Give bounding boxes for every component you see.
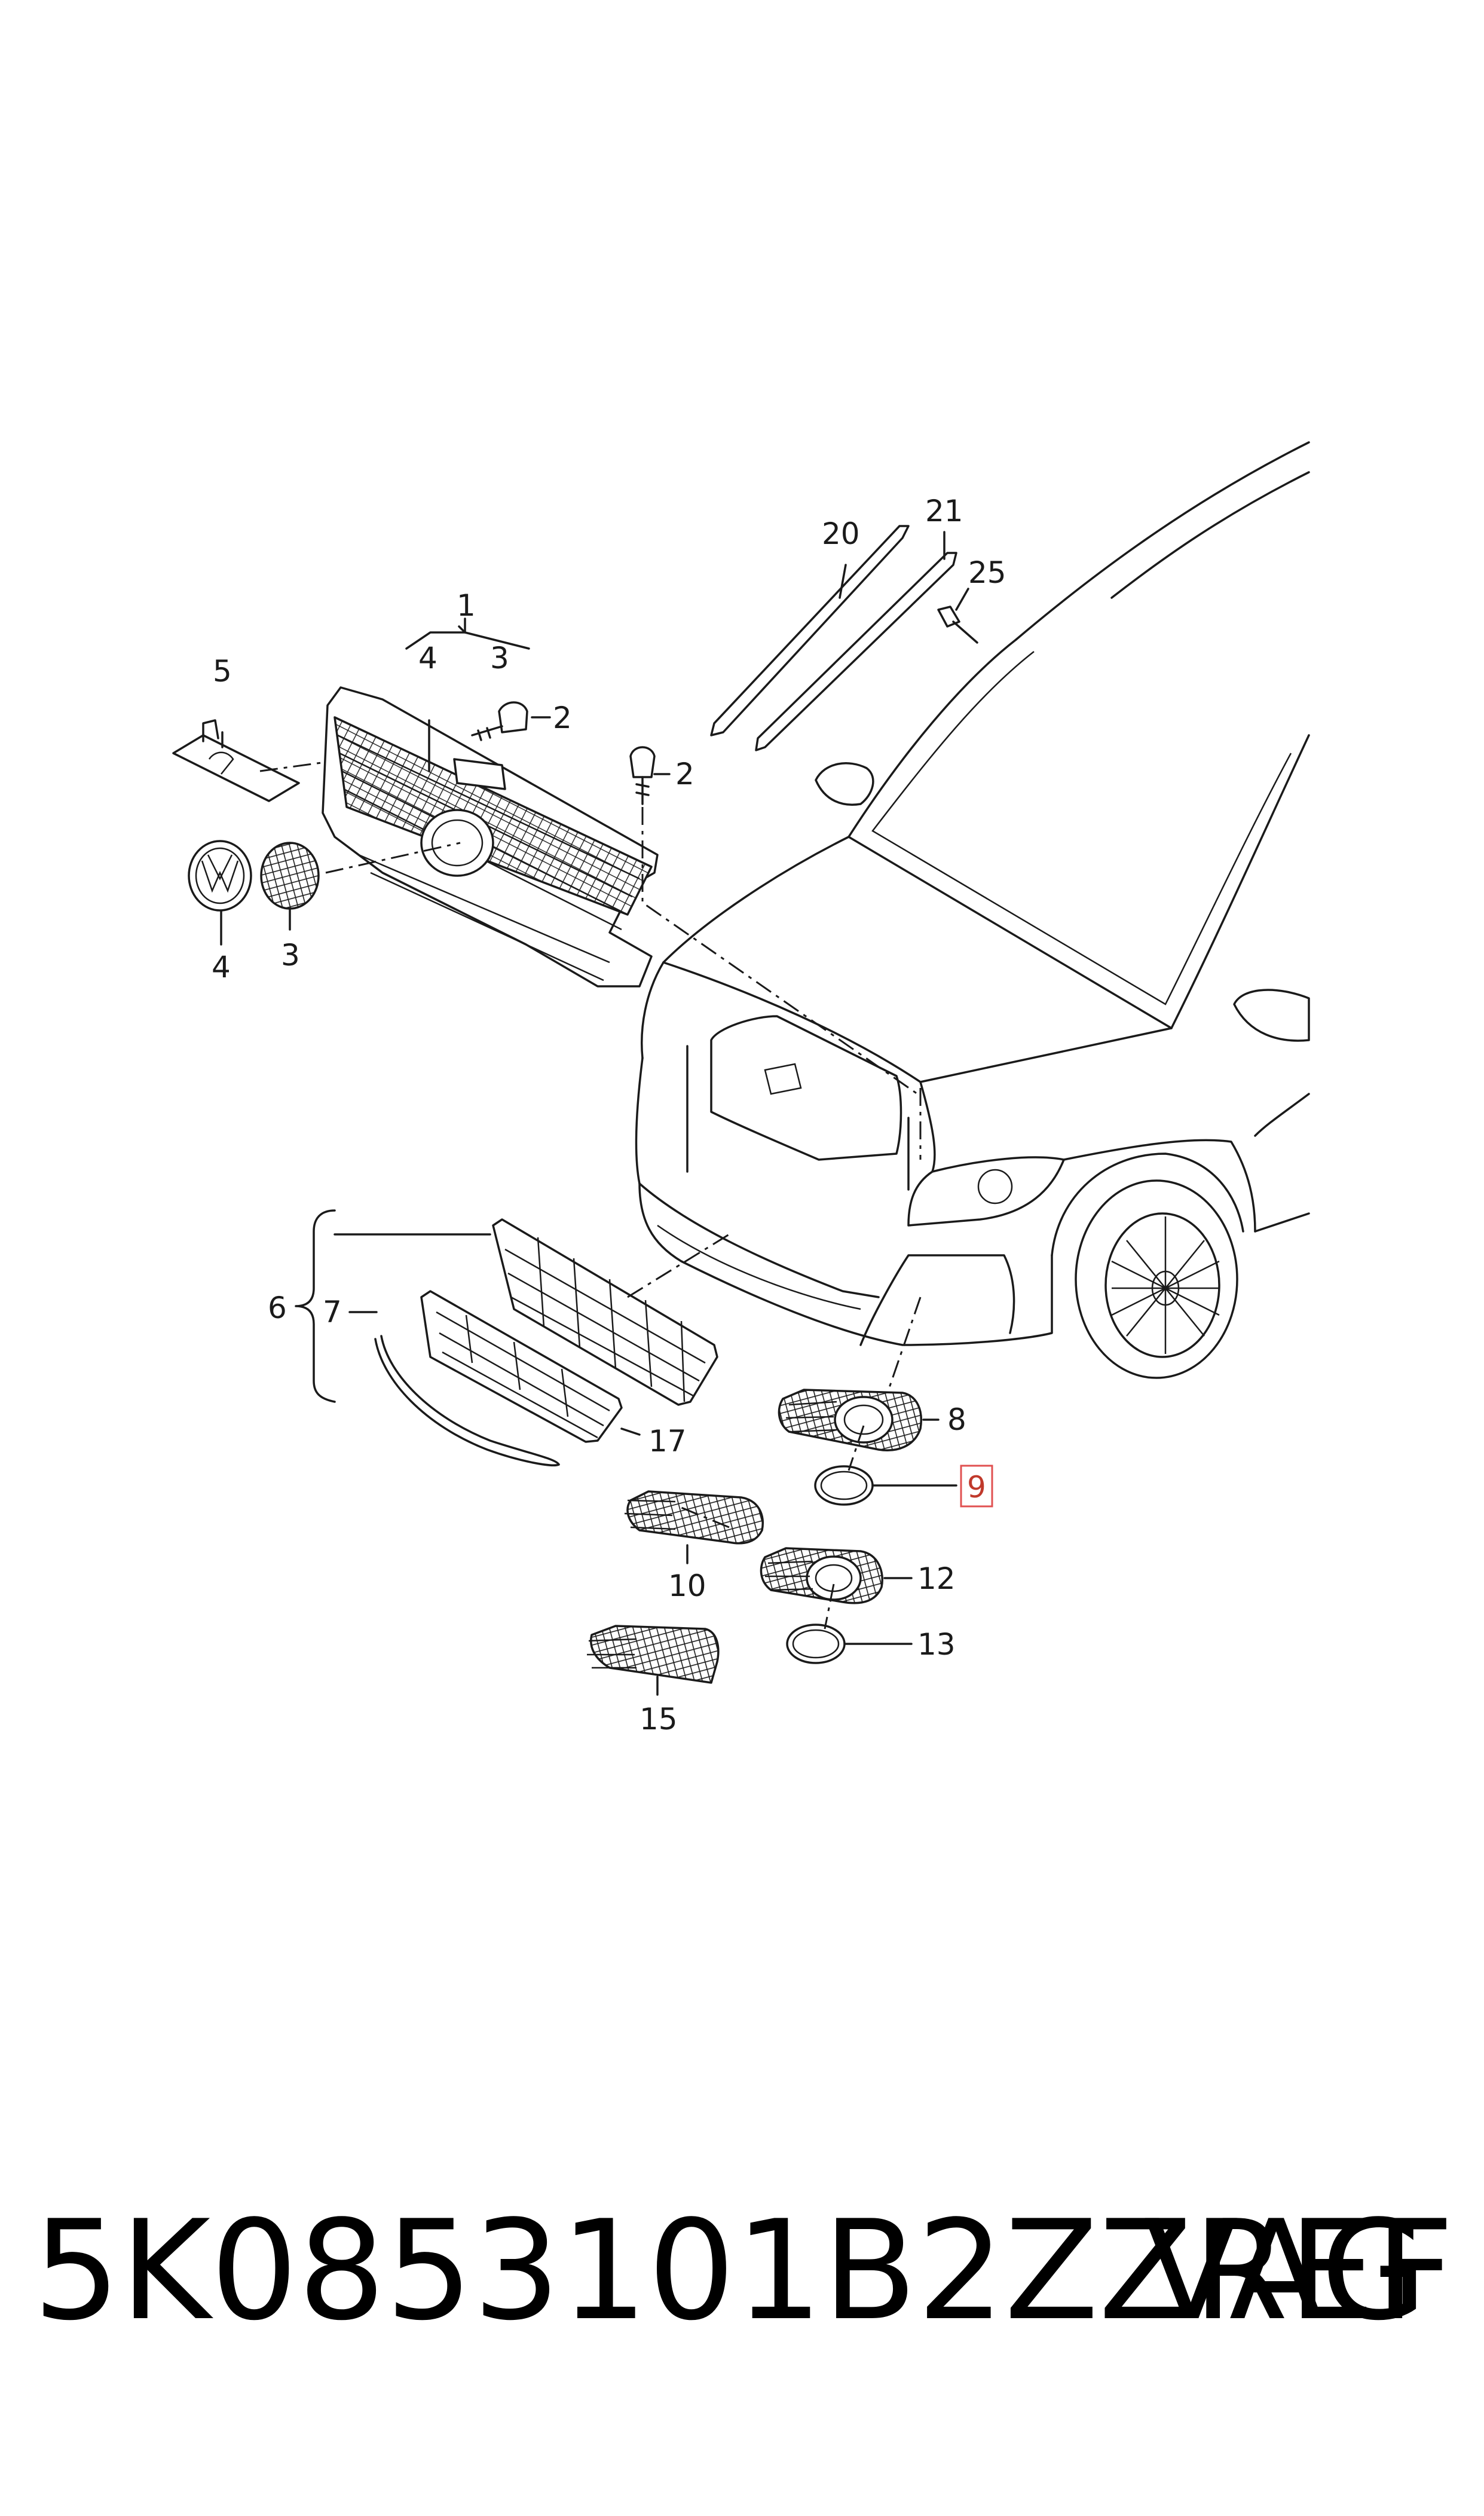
callout-6: 6 — [268, 1291, 287, 1325]
exploded-parts-diagram: 1 4 3 5 2 2 20 21 25 4 3 6 7 17 8 9 10 1… — [172, 441, 1310, 1737]
callout-20: 20 — [822, 516, 860, 551]
screw-upper — [471, 701, 528, 741]
ring-13 — [786, 1624, 846, 1664]
part-number: 5K0853101B2ZZREF — [33, 2191, 1455, 2351]
callout-3-bottom: 3 — [281, 938, 300, 973]
callout-21: 21 — [925, 494, 963, 528]
callout-15: 15 — [640, 1702, 678, 1737]
lower-grille-6 — [492, 1218, 718, 1406]
trim-strip-21 — [755, 552, 957, 751]
callout-17: 17 — [648, 1424, 687, 1459]
r-line-badge — [172, 719, 300, 802]
callout-7: 7 — [323, 1295, 342, 1329]
fog-grille-8 — [778, 1389, 922, 1451]
fog-grille-12 — [760, 1547, 883, 1604]
callout-13: 13 — [917, 1627, 956, 1662]
wheel — [1075, 1179, 1238, 1379]
ring-9 — [814, 1465, 874, 1506]
highlight-box — [960, 1465, 993, 1508]
screw-lower — [629, 746, 656, 805]
vehicle-outline — [635, 441, 1310, 1379]
vw-emblem — [188, 840, 252, 912]
callout-4-bottom: 4 — [212, 950, 231, 985]
brand-name: VAG — [1143, 2191, 1427, 2351]
callout-2-lower: 2 — [675, 757, 694, 791]
trim-strip-20 — [710, 525, 910, 736]
main-grille — [322, 686, 659, 988]
callout-9-highlight[interactable]: 9 — [960, 1465, 993, 1508]
callout-9: 9 — [967, 1470, 986, 1505]
clip-25 — [937, 606, 978, 644]
callout-5: 5 — [213, 654, 232, 689]
callout-2-upper: 2 — [553, 701, 572, 735]
emblem-carrier — [260, 842, 320, 910]
callout-12: 12 — [917, 1561, 956, 1596]
footer: 5K0853101B2ZZREF VAG — [0, 2176, 1484, 2367]
callout-8: 8 — [947, 1402, 966, 1437]
callout-3-top: 3 — [490, 641, 509, 675]
leader-lines — [220, 531, 969, 1696]
grille-insert-10 — [624, 1490, 764, 1545]
grille-frame-17 — [420, 1290, 623, 1443]
grille-insert-15 — [587, 1625, 720, 1684]
callout-1: 1 — [457, 588, 476, 623]
trim-strip-7 — [374, 1335, 560, 1467]
callout-25: 25 — [968, 555, 1006, 590]
callout-10: 10 — [668, 1569, 706, 1603]
callout-4-top: 4 — [418, 641, 437, 675]
